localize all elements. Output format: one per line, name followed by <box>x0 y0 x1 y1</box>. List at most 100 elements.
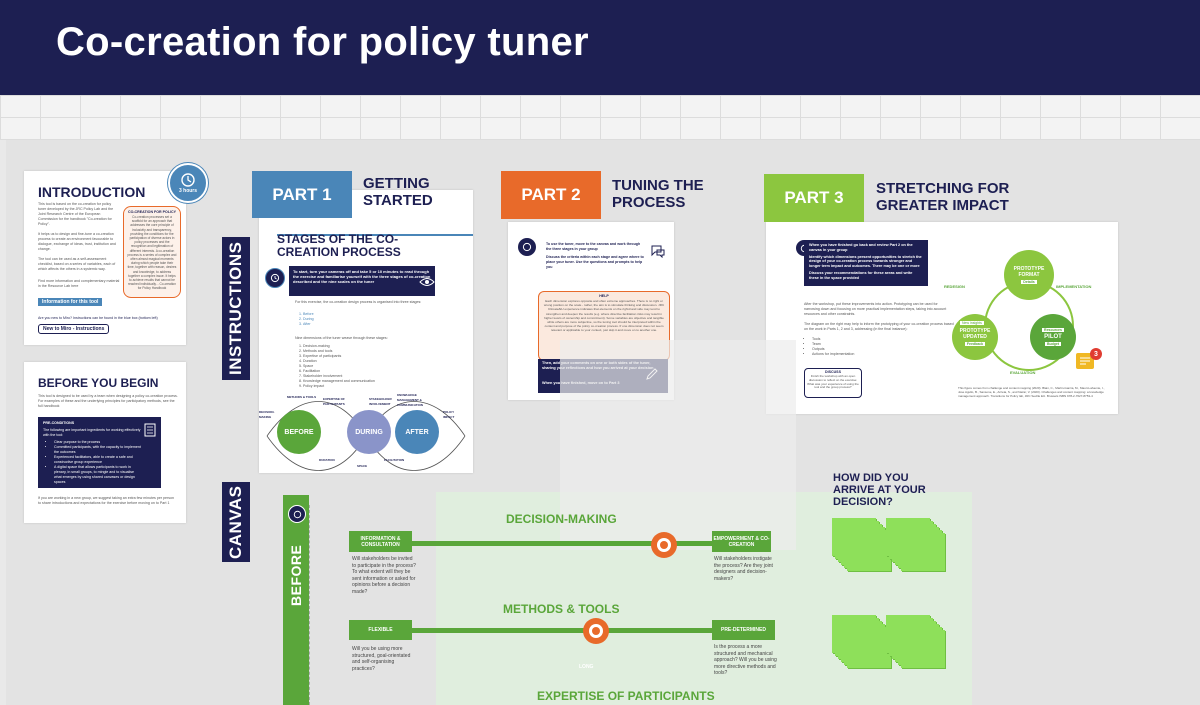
miro-help-text: Are you new to Miro? Instructions can be… <box>38 316 158 320</box>
miro-instructions-button[interactable]: New to Miro - Instructions <box>38 324 110 334</box>
expertise-title: EXPERTISE OF PARTICIPANTS <box>537 689 715 703</box>
part3-paragraph-1: After the workshop, put these improvemen… <box>804 302 947 316</box>
decision-making-left-question: Will stakeholders be invited to particip… <box>352 556 416 595</box>
canvas-connector <box>309 505 340 705</box>
prototype-format-label: PROTOTYPE FORMAT <box>1013 266 1045 278</box>
arrive-decision-title: HOW DID YOU ARRIVE AT YOUR DECISION? <box>833 472 926 508</box>
decision-making-tuner-knob[interactable] <box>651 532 677 558</box>
evaluation-label: EVALUATION <box>1010 370 1036 375</box>
part3-list-item: Team <box>812 342 854 347</box>
clock-icon: 3 hours <box>168 163 208 203</box>
pre-conditions-intro: The following are important ingredients … <box>43 428 141 437</box>
stages-list: BeforeDuringAfter <box>295 312 314 327</box>
diagram-label-knowledge: KNOWLEDGE MANAGEMENT & COMMUNICATION <box>397 393 423 407</box>
before-you-begin-title: BEFORE YOU BEGIN <box>38 376 159 390</box>
help-box-text: Each dimension explores opposite and oft… <box>543 299 665 333</box>
during-stage-circle: DURING <box>347 410 391 454</box>
diagram-label-decision: DECISION-MAKING <box>259 410 275 419</box>
part1-instruction-box: To start, turn your cameras off and take… <box>289 266 435 296</box>
diagram-label-stakeholder: STAKEHOLDER INVOLVEMENT <box>369 397 392 406</box>
information-button[interactable]: Information for this tool <box>38 298 103 306</box>
checklist-icon <box>144 423 156 442</box>
part3-badge: PART 3 <box>764 174 864 222</box>
part3-instruction-box: When you have finished go back and revie… <box>804 240 928 286</box>
sticky-note[interactable] <box>847 533 891 571</box>
methods-tools-tuner-knob[interactable] <box>583 618 609 644</box>
flexible-label: FLEXIBLE <box>349 620 412 640</box>
implementation-label: IMPLEMENTATION <box>1056 284 1092 289</box>
decision-making-right-question: Will stakeholders instigate the process?… <box>714 556 773 582</box>
pilot-label: PILOT <box>1044 334 1062 340</box>
sticky-note[interactable] <box>901 533 945 571</box>
discuss-title: DISCUSS <box>825 370 841 374</box>
decision-making-title: DECISION-MAKING <box>506 512 617 526</box>
decision-making-scale[interactable] <box>412 541 712 546</box>
part1-heading: GETTING STARTED <box>363 175 433 209</box>
tag-budget: Budget <box>1044 342 1062 346</box>
before-you-begin-card[interactable]: BEFORE YOU BEGIN This tool is designed t… <box>24 362 186 523</box>
methods-tools-scale[interactable] <box>412 628 712 633</box>
sticky-note[interactable] <box>847 630 891 668</box>
part1-badge: PART 1 <box>252 171 352 218</box>
intro-paragraph-2: It helps us to design and fine-tune a co… <box>38 232 116 251</box>
canvas-timer-icon <box>288 505 306 523</box>
discuss-box: DISCUSS Finish the workshop with an open… <box>804 368 862 398</box>
after-stage-circle: AFTER <box>395 410 439 454</box>
canvas-shade <box>560 340 796 550</box>
intro-paragraph-1: This tool is based on the co-creation fo… <box>38 202 114 226</box>
dimension-item: Expertise of participants <box>303 354 375 359</box>
part1-card[interactable]: STAGES OF THE CO-CREATION PROCESS To sta… <box>259 190 473 473</box>
sticky-note[interactable] <box>901 630 945 668</box>
sticky-notes-group-1[interactable] <box>832 518 945 576</box>
diagram-label-duration: DURATION <box>319 458 335 462</box>
pre-conditions-box: PRE-CONDITIONS The following are importa… <box>38 417 161 488</box>
definition-box-text: Co-creation processes set a scaffold for… <box>127 215 177 291</box>
page-title: Co-creation for policy tuner <box>56 20 589 64</box>
pilot-node: Resources PILOT Budget <box>1030 314 1076 360</box>
part2-instruction: To use the tuner, move to the canvas and… <box>546 242 641 251</box>
comment-icon[interactable] <box>1076 353 1094 369</box>
redesign-label: REDESIGN <box>944 284 965 289</box>
before-stage-label: BEFORE <box>284 428 314 436</box>
part2-instruction-2: Discuss the criteria within each stage a… <box>546 255 644 269</box>
definition-box-title: CO-CREATION FOR POLICY <box>127 210 177 214</box>
stages-title: STAGES OF THE CO-CREATION PROCESS <box>277 232 401 259</box>
methods-tools-title: METHODS & TOOLS <box>503 602 620 616</box>
introduction-title: INTRODUCTION <box>38 184 146 200</box>
pre-condition-item: Committed participants, with the capacit… <box>54 445 141 455</box>
part1-paragraph-2: Nine dimensions of the tuner weave throu… <box>295 336 388 340</box>
part2-heading: TUNING THE PROCESS <box>612 177 704 211</box>
eye-icon <box>419 274 435 292</box>
before-stage-circle: BEFORE <box>277 410 321 454</box>
sticky-notes-group-2[interactable] <box>832 615 945 673</box>
dimension-item: Space <box>303 364 375 369</box>
pre-determined-label: PRE-DETERMINED <box>712 620 775 640</box>
part1-paragraph-1: For this exercise, the co-creation desig… <box>295 300 422 304</box>
diagram-label-facilitation: FACILITATION <box>384 458 405 462</box>
dimension-item: Knowledge management and communication <box>303 379 375 384</box>
tag-details: Details <box>1021 280 1037 284</box>
stage-item: Before <box>303 312 314 317</box>
tag-resources: Resources <box>1042 328 1064 332</box>
dimension-item: Duration <box>303 359 375 364</box>
part1-rule <box>277 234 473 236</box>
chat-icon <box>650 244 666 263</box>
source-citation: This figure comes from challenge and con… <box>958 386 1105 398</box>
comment-count-badge[interactable]: 3 <box>1090 348 1102 360</box>
prototype-updated-label: PROTOTYPE UPDATED <box>959 328 991 340</box>
dimension-item: Policy impact <box>303 384 375 389</box>
part3-card[interactable]: When you have finished go back and revie… <box>766 222 1118 414</box>
part3-paragraph-2: The diagram on the right may help to inf… <box>804 322 954 331</box>
co-creation-definition-box: CO-CREATION FOR POLICY Co-creation proce… <box>123 206 181 298</box>
diagram-label-policy: POLICY IMPACT <box>443 410 455 419</box>
duration-badge: 3 hours <box>178 188 198 194</box>
part3-list-item: Outputs <box>812 347 854 352</box>
part3-instruction-3: Discuss your recommendations for these a… <box>809 270 913 280</box>
diagram-label-space: SPACE <box>357 464 368 468</box>
prototype-format-node: PROTOTYPE FORMAT Details <box>1004 250 1054 300</box>
information-consultation-label: INFORMATION & CONSULTATION <box>349 531 412 552</box>
part3-instruction: When you have finished go back and revie… <box>809 243 913 252</box>
introduction-card[interactable]: INTRODUCTION 3 hours This tool is based … <box>24 163 208 345</box>
dimensions-list: Decision-makingMethods and toolsExpertis… <box>295 344 375 389</box>
long-label: LONG <box>579 664 594 670</box>
